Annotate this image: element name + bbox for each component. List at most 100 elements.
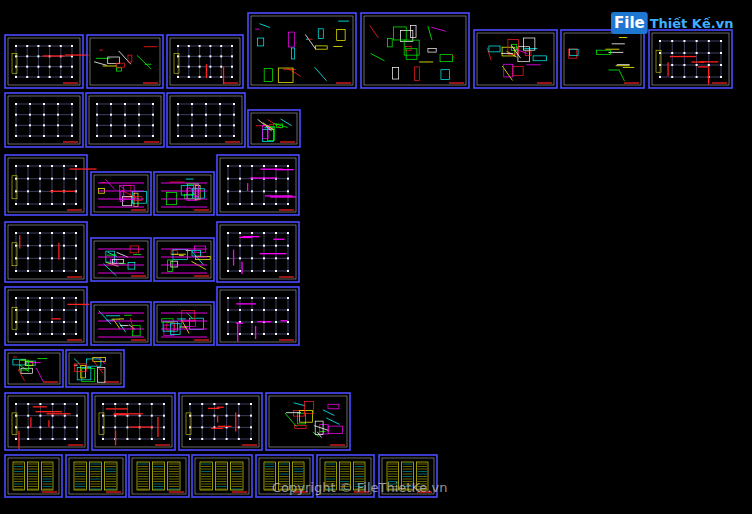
column	[251, 245, 253, 247]
table-row	[75, 486, 85, 487]
axis-line	[60, 46, 61, 77]
title-mark	[68, 444, 83, 445]
member-line	[273, 239, 284, 240]
axis-line	[16, 427, 77, 428]
column	[238, 415, 240, 417]
detail-shape	[116, 63, 124, 67]
table-row	[106, 466, 116, 467]
column	[114, 426, 116, 428]
column	[37, 66, 39, 68]
table-row	[43, 474, 52, 475]
member-line	[242, 236, 259, 237]
column	[27, 257, 29, 259]
axis-line	[40, 233, 41, 271]
column	[51, 309, 53, 311]
sheet-border	[5, 35, 83, 88]
detail-line	[619, 37, 627, 38]
column	[251, 270, 253, 272]
table-row	[417, 474, 427, 475]
title-mark	[194, 209, 209, 210]
detail-line	[612, 43, 625, 44]
column	[287, 165, 289, 167]
table-row	[201, 479, 211, 480]
axis-line	[64, 166, 65, 204]
sheet-border	[5, 455, 62, 497]
detail-shape	[406, 47, 412, 51]
detail-shape	[441, 70, 449, 80]
table-row	[355, 464, 364, 465]
column	[251, 203, 253, 205]
axis-line	[238, 404, 239, 439]
axis-line	[232, 46, 233, 77]
sheet-frame	[269, 396, 347, 447]
column	[75, 203, 77, 205]
column	[177, 45, 179, 47]
detail-shape	[162, 319, 173, 322]
title-mark	[67, 209, 82, 210]
sheet-frame	[94, 175, 148, 212]
detail-shape	[428, 48, 436, 52]
axis-line	[16, 298, 17, 334]
table-row	[169, 464, 179, 465]
title-mark	[624, 82, 639, 83]
drawing-sheet	[91, 172, 151, 215]
detail-shape	[315, 46, 327, 49]
detail-shape	[173, 250, 188, 260]
axis-line	[139, 104, 140, 136]
detail-line	[285, 413, 297, 427]
table-row	[326, 464, 335, 465]
column	[60, 45, 62, 47]
column	[43, 135, 45, 137]
detail-line	[187, 313, 193, 319]
axis-line	[153, 104, 154, 136]
axis-line	[16, 56, 72, 57]
column	[201, 426, 203, 428]
detail-shape	[533, 56, 547, 61]
detail-line	[37, 358, 47, 359]
title-mark	[42, 491, 57, 492]
column	[659, 64, 661, 66]
sheet-frame	[69, 458, 123, 494]
detail-line	[323, 410, 335, 416]
axis-line	[16, 204, 76, 205]
axis-line	[190, 404, 191, 439]
table-col	[137, 462, 149, 490]
beam-line	[161, 321, 207, 322]
column	[683, 76, 685, 78]
column	[138, 103, 140, 105]
column	[239, 333, 241, 335]
column	[189, 426, 191, 428]
table-row	[294, 466, 303, 467]
column	[63, 245, 65, 247]
column	[231, 66, 233, 68]
table-row	[340, 479, 349, 480]
axis-line	[228, 233, 288, 234]
axis-line	[288, 298, 289, 334]
axis-line	[178, 104, 179, 136]
title-mark	[279, 276, 294, 277]
table-row	[326, 471, 335, 472]
column	[231, 45, 233, 47]
detail-shape	[288, 32, 294, 47]
column	[720, 64, 722, 66]
column	[96, 114, 98, 116]
drawing-sheet	[649, 30, 732, 88]
column	[220, 66, 222, 68]
table-row	[326, 469, 335, 470]
column	[239, 203, 241, 205]
column	[201, 438, 203, 440]
table-row	[216, 464, 226, 465]
column	[275, 257, 277, 259]
column	[151, 403, 153, 405]
column	[126, 438, 128, 440]
table-row	[232, 479, 242, 480]
member-line	[115, 431, 116, 446]
axis-line	[251, 404, 252, 439]
axis-line	[228, 258, 288, 259]
sheet-border	[217, 222, 299, 282]
column	[188, 45, 190, 47]
note-block	[12, 54, 17, 73]
table-row	[340, 474, 349, 475]
column	[15, 333, 17, 335]
column	[76, 426, 78, 428]
